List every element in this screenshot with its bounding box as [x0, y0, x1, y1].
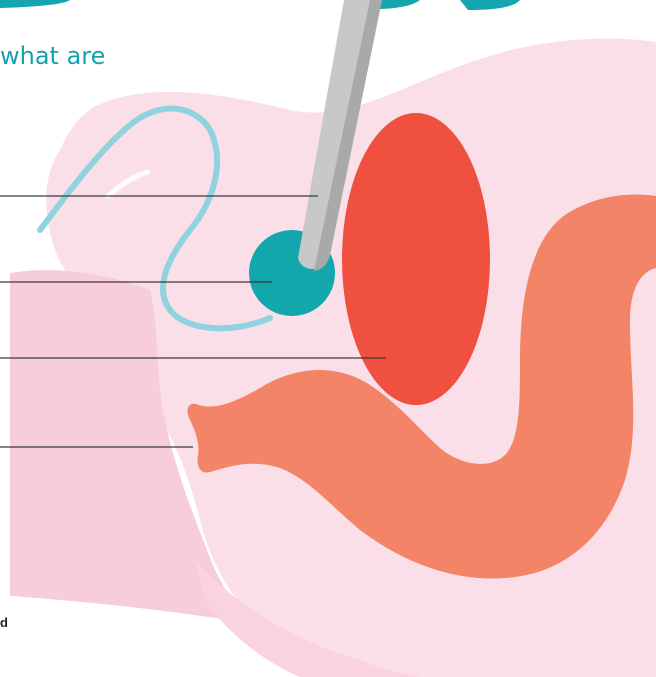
- title-glyph-left: [0, 0, 70, 8]
- red-mass: [342, 113, 490, 405]
- title-fragment-shapes: [0, 0, 520, 10]
- footer-fragment: d: [0, 616, 8, 629]
- title-glyph-right: [460, 0, 520, 10]
- subtitle-fragment: what are: [0, 44, 105, 68]
- title-glyph-mid: [375, 0, 420, 9]
